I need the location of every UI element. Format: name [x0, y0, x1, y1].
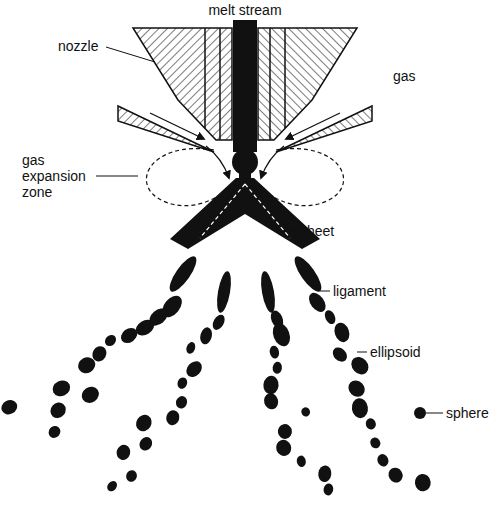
droplet — [345, 377, 368, 400]
droplet — [103, 333, 119, 349]
nozzle-body — [258, 28, 372, 206]
droplet — [364, 417, 377, 431]
leader-lines — [96, 47, 443, 413]
droplet — [368, 436, 382, 450]
ligament-blobs — [165, 253, 326, 314]
droplet — [269, 345, 280, 360]
droplet — [323, 308, 338, 325]
droplet — [47, 399, 69, 421]
droplet — [176, 376, 189, 390]
droplet — [414, 473, 432, 492]
droplet — [79, 383, 102, 406]
droplet — [133, 412, 155, 434]
droplet — [262, 391, 280, 411]
droplet — [386, 465, 406, 485]
droplet — [296, 455, 307, 468]
droplet — [124, 469, 138, 484]
droplet — [277, 423, 293, 440]
droplet — [105, 479, 119, 493]
droplet — [183, 358, 205, 380]
droplet — [350, 397, 369, 419]
droplet — [118, 325, 140, 346]
droplet — [330, 345, 350, 365]
nozzle-body — [118, 28, 232, 206]
droplet — [174, 394, 189, 410]
droplet — [165, 409, 182, 427]
droplet — [137, 435, 155, 453]
stage-label: sphere — [446, 405, 489, 421]
droplet — [323, 483, 334, 496]
droplet — [115, 443, 132, 461]
part-label: nozzle — [58, 38, 98, 54]
droplet — [210, 313, 227, 332]
stage-label: sheet — [300, 223, 334, 239]
droplet — [185, 341, 197, 355]
droplet — [317, 465, 332, 483]
droplet — [198, 326, 213, 345]
droplet — [332, 321, 352, 345]
droplet — [274, 438, 294, 458]
droplets — [0, 290, 432, 496]
droplet — [376, 452, 391, 468]
droplet — [262, 375, 279, 395]
stage-label: ligament — [333, 283, 386, 299]
part-label: gas — [393, 68, 416, 84]
droplet — [300, 406, 312, 418]
droplet — [272, 361, 283, 374]
droplet — [270, 321, 293, 349]
droplet — [306, 290, 329, 315]
stage-label: ellipsoid — [370, 344, 421, 360]
droplet — [0, 397, 20, 417]
sphere-droplet — [414, 407, 426, 419]
droplet — [348, 353, 372, 377]
droplet — [75, 354, 98, 376]
stream-label: melt stream — [208, 2, 281, 18]
droplet — [46, 423, 63, 440]
droplet — [50, 378, 73, 400]
melt-stream — [170, 20, 320, 249]
zone-label: gas expansion zone — [22, 152, 94, 200]
